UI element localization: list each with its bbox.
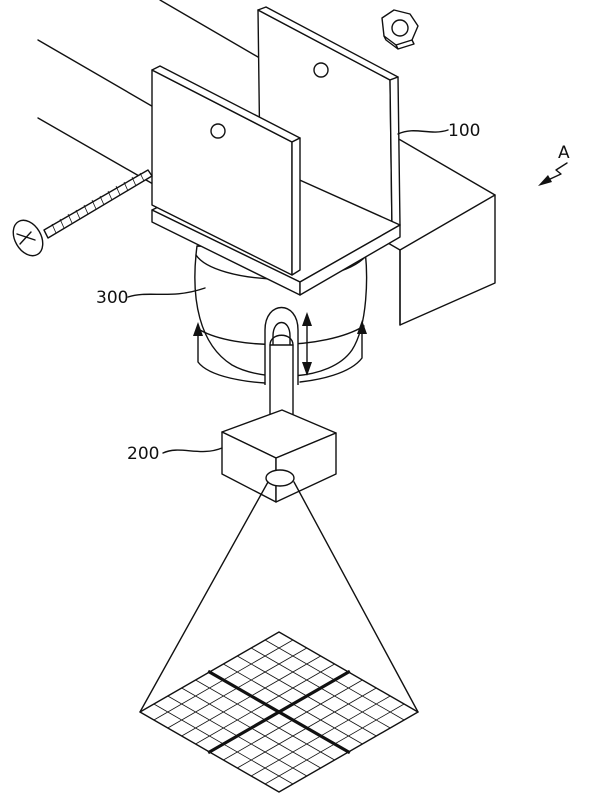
view-label: A: [558, 143, 570, 163]
grid-line: [237, 687, 377, 769]
label-bracket: 100: [397, 121, 480, 141]
camera-block: [221, 409, 337, 503]
grid-line: [251, 695, 391, 777]
grid-line: [223, 679, 363, 761]
grid-target: [139, 631, 419, 793]
pivot-label: 300: [96, 288, 128, 308]
motion-arrows: [193, 312, 367, 384]
label-camera: 200: [127, 444, 223, 464]
hex-nut: [381, 9, 419, 50]
grid-line: [237, 655, 377, 737]
grid-line: [264, 703, 405, 785]
view-cone: [139, 481, 419, 713]
grid-line: [223, 663, 363, 745]
screw: [12, 169, 153, 257]
mounting-rail: [37, 0, 496, 326]
grid-center-line: [207, 669, 351, 755]
label-view: A: [538, 143, 570, 186]
grid-line: [264, 639, 405, 721]
u-bracket: [151, 6, 401, 296]
grid-line: [251, 647, 391, 729]
bracket-label: 100: [448, 121, 480, 141]
label-pivot: 300: [96, 287, 206, 308]
camera-label: 200: [127, 444, 159, 464]
